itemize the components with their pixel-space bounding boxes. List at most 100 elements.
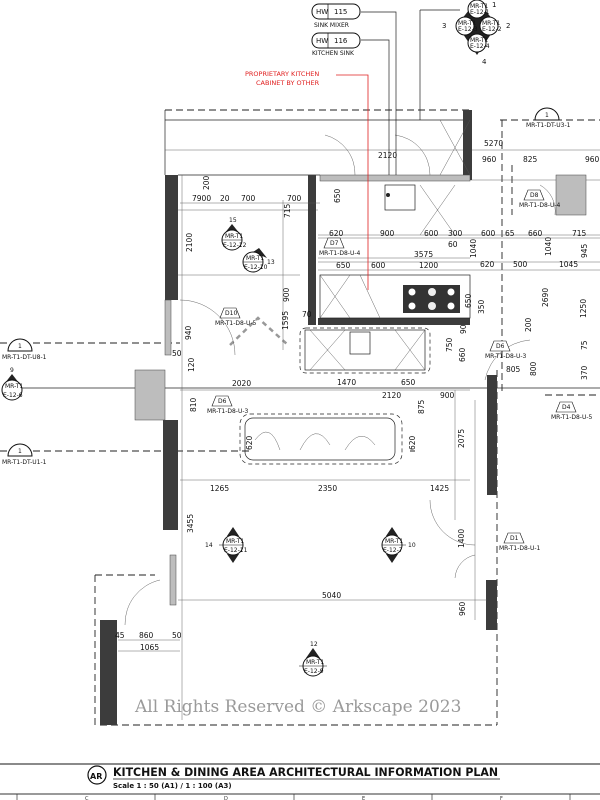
ar-badge-circle (87, 765, 107, 785)
hw-number: 116 (334, 37, 348, 45)
dimension-label: 800 (529, 361, 538, 376)
marker-ref: E-12-10 (244, 264, 268, 271)
dimension-label: 660 (458, 347, 467, 362)
door-id: D4 (562, 404, 571, 411)
dimension-label: 7900 (192, 194, 211, 203)
kitchen-cabinets (239, 119, 471, 465)
marker-ref: E-12-4 (470, 43, 490, 50)
dimension-label: 300 (448, 229, 463, 238)
door-tag[interactable]: D7 MR-T1-D8-U-4 (319, 237, 361, 257)
dimension-label: 875 (417, 399, 426, 414)
grid-letter: D (224, 796, 228, 800)
dimension-label: 700 (287, 194, 302, 203)
dimension-label: 805 (506, 365, 521, 374)
dimension-label: 860 (139, 631, 154, 640)
marker-ref: MR-T1 (385, 538, 403, 545)
door-tag[interactable]: D6 MR-T1-D8-U-3 (485, 340, 527, 360)
grid-letter: C (85, 796, 89, 800)
marker-ref: E-12-7 (383, 547, 403, 554)
marker-num: 4 (482, 58, 487, 66)
dimension-label: 5040 (322, 591, 341, 600)
dimension-labels: 2120 5270 960 825 960 7900 20 700 700 20… (115, 139, 600, 652)
dimension-label: 1400 (457, 529, 466, 548)
marker-prefix: MR-T1 (458, 20, 476, 27)
detail-ref: MR-T1-DT-U1-1 (2, 459, 47, 466)
detail-marker[interactable]: 1 MR-T1-DT-U3-1 (526, 107, 571, 129)
detail-ref: MR-T1-DT-U3-1 (526, 122, 571, 129)
dimension-label: 2020 (232, 379, 251, 388)
dimension-label: 620 (245, 435, 254, 450)
door-ref: MR-T1-D8-U-3 (207, 408, 249, 415)
dimension-label: 2120 (382, 391, 401, 400)
door-id: D7 (330, 240, 339, 247)
dimension-label: 1200 (419, 261, 438, 270)
door-ref: MR-T1-D8-U-4 (319, 250, 361, 257)
dimension-label: 620 (329, 229, 344, 238)
door-swings (124, 134, 556, 626)
elevation-marker[interactable]: MR-T1 E-12-7 10 (381, 527, 416, 563)
multi-elevation-marker[interactable]: MR-T1 E-12-1 MR-T1 E-12-3 MR-T1 E-12-2 M… (442, 0, 510, 66)
grid-letter: F (500, 796, 503, 800)
dimension-label: 750 (445, 337, 454, 352)
marker-num: 1 (492, 1, 496, 9)
marker-num: 14 (205, 542, 213, 549)
door-id: D6 (218, 398, 227, 405)
marker-ref: MR-T1 (306, 659, 324, 666)
dimension-label: 650 (333, 188, 342, 203)
dimension-label: 65 (505, 229, 515, 238)
elevation-marker[interactable]: MR-T1 E-12-10 13 (242, 248, 275, 273)
hw-tag-sink-mixer[interactable]: HW 115 SINK MIXER (311, 3, 361, 29)
dimension-label: 1470 (337, 378, 356, 387)
door-tag[interactable]: D6 MR-T1-D8-U-3 (207, 395, 249, 415)
elevation-marker[interactable]: MR-T1 E-12-11 14 (205, 527, 248, 563)
dimension-label: 1425 (430, 484, 449, 493)
dimension-label: 1040 (544, 237, 553, 256)
dimension-label: 50 (172, 349, 182, 358)
hw-tag-kitchen-sink[interactable]: HW 116 KITCHEN SINK (311, 32, 361, 57)
dimension-label: 600 (424, 229, 439, 238)
marker-ref: MR-T1 (226, 538, 244, 545)
marker-ref: E-12-2 (482, 26, 502, 33)
door-tag[interactable]: D10 MR-T1-D8-U-5 (215, 307, 257, 327)
marker-ref: E-12-12 (223, 242, 247, 249)
leader-lines (361, 9, 460, 175)
elevation-marker[interactable]: MR-T1 E-12-12 15 (221, 217, 247, 251)
door-tag[interactable]: D4 MR-T1-D8-U-5 (551, 401, 593, 421)
detail-ref: MR-T1-DT-U8-1 (2, 354, 47, 361)
elevation-marker[interactable]: MR-T1 E-12-9 12 (299, 641, 327, 677)
door-ref: MR-T1-D8-U-1 (499, 545, 541, 552)
detail-marker[interactable]: 1 MR-T1-DT-U8-1 (2, 338, 47, 361)
marker-ref: E-12-9 (304, 668, 324, 675)
door-tag[interactable]: D1 MR-T1-D8-U-1 (499, 532, 541, 552)
dimension-label: 660 (528, 229, 543, 238)
dimension-label: 900 (380, 229, 395, 238)
hw-number: 115 (334, 8, 347, 16)
dimension-label: 2100 (185, 233, 194, 252)
door-id: D6 (496, 343, 505, 350)
dimension-label: 960 (482, 155, 497, 164)
marker-prefix: MR-T1 (470, 37, 488, 44)
marker-ref: E-12-1 (470, 9, 490, 16)
dimension-label: 120 (187, 357, 196, 372)
dimension-label: 5270 (484, 139, 503, 148)
drawing-title: KITCHEN & DINING AREA ARCHITECTURAL INFO… (113, 765, 498, 779)
dimension-label: 200 (524, 317, 533, 332)
detail-marker[interactable]: 1 MR-T1-DT-U1-1 (2, 443, 47, 466)
marker-num: 12 (310, 641, 318, 648)
door-tag[interactable]: D8 MR-T1-D8-U-4 (519, 189, 561, 209)
dimension-label: 2690 (541, 288, 550, 307)
dimension-label: 620 (480, 260, 495, 269)
marker-ref: MR-T1 (246, 255, 264, 262)
dimension-label: 50 (172, 631, 182, 640)
elevation-marker[interactable]: MR-T1 E-12-6 9 (1, 367, 23, 401)
dimension-label: 60 (448, 240, 458, 249)
dimension-label: 1065 (140, 643, 159, 652)
hw-label: KITCHEN SINK (312, 50, 355, 57)
door-ref: MR-T1-D8-U-3 (485, 353, 527, 360)
drawing-scale: Scale 1 : 50 (A1) / 1 : 100 (A3) (113, 782, 232, 790)
note-line-2: CABINET BY OTHER (256, 79, 320, 87)
dashed-diagonal (229, 316, 289, 346)
dimension-label: 90 (459, 324, 468, 334)
detail-num: 1 (18, 343, 22, 350)
